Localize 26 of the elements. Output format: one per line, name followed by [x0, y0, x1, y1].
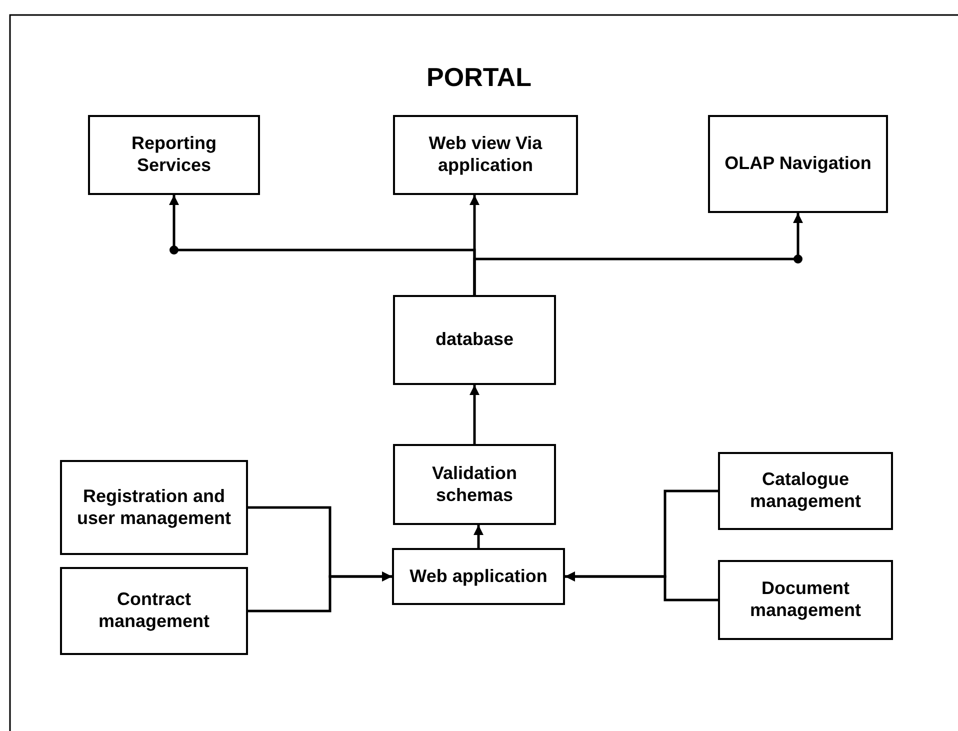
connector-arrow	[474, 525, 484, 548]
box-label: Web view Via application	[428, 133, 544, 177]
process-box	[392, 548, 565, 605]
box-label: OLAP Navigation	[724, 153, 872, 175]
process-box	[718, 452, 893, 530]
process-box	[393, 295, 556, 385]
diagram-title: PORTAL	[426, 62, 532, 93]
box-label: Reporting Services	[130, 133, 218, 177]
process-box	[88, 115, 260, 195]
connector-arrow	[473, 213, 803, 295]
box-label: Document management	[748, 578, 862, 622]
connector-arrow	[565, 572, 718, 602]
process-box	[708, 115, 888, 213]
box-label: Web application	[410, 566, 548, 588]
box-label: Validation schemas	[430, 462, 518, 506]
process-box	[60, 460, 248, 555]
connector-arrow	[248, 572, 392, 612]
process-box	[393, 115, 578, 195]
box-label: database	[435, 329, 514, 351]
box-label: Catalogue management	[748, 469, 862, 513]
process-box	[393, 444, 556, 525]
process-box	[60, 567, 248, 655]
box-label: Registration and user management	[76, 486, 232, 530]
connector-arrow	[470, 385, 480, 444]
box-label: Contract management	[97, 589, 211, 633]
process-box	[718, 560, 893, 640]
